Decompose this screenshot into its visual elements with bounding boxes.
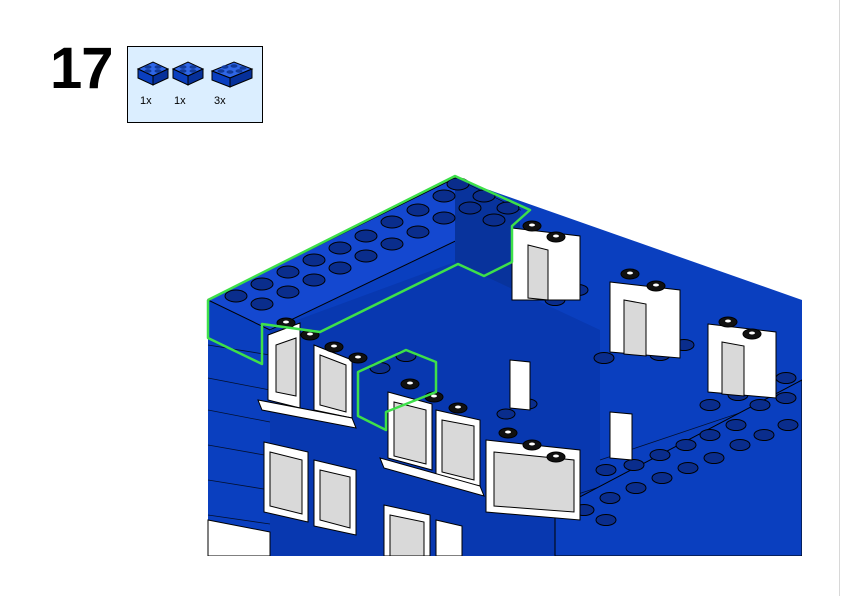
- part-brick-2x2-icon-1: [136, 59, 170, 87]
- page-edge-rule: [839, 0, 840, 596]
- parts-list: 1x 1x 3x: [127, 46, 263, 123]
- part-qty-1: 1x: [140, 95, 152, 107]
- part-brick-2x2-icon-2: [171, 59, 205, 87]
- step-number: 17: [50, 36, 114, 101]
- part-qty-3: 3x: [214, 95, 226, 107]
- part-qty-2: 1x: [174, 95, 186, 107]
- part-brick-2x3-icon: [210, 59, 254, 89]
